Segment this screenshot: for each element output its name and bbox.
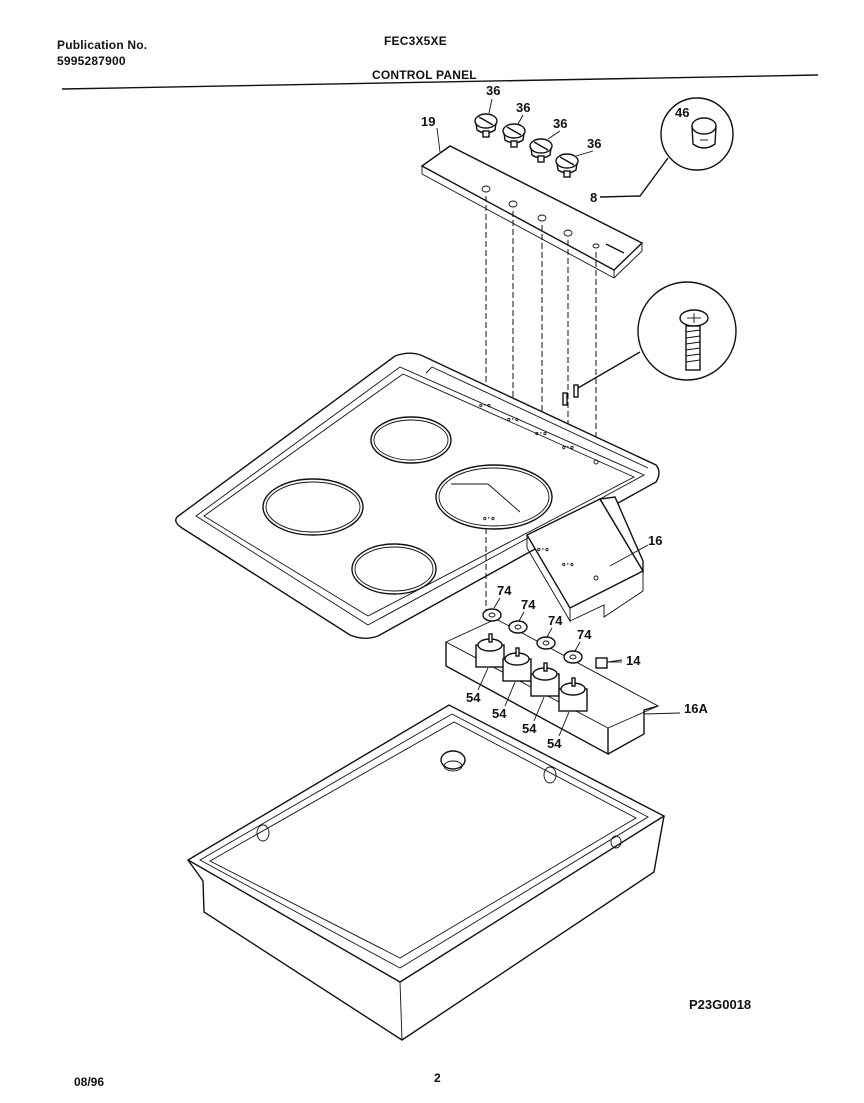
- callout-switch-d: 54: [547, 736, 562, 751]
- callout-knob-c: 36: [553, 116, 567, 131]
- callout-bracket: 16: [648, 533, 662, 548]
- section-title: CONTROL PANEL: [372, 68, 477, 82]
- callout-knob-d: 36: [587, 136, 601, 151]
- svg-text:∘∙∘: ∘∙∘: [506, 414, 520, 424]
- washer-part: [482, 608, 583, 664]
- switch-part: [475, 633, 588, 712]
- callout-indicator: 14: [626, 653, 641, 668]
- bracket-part: ∘∙∘ ∘∙∘: [526, 496, 649, 623]
- knob-part: [474, 113, 579, 178]
- knob-detail-inset: [599, 97, 734, 198]
- callout-control-panel: 19: [421, 114, 435, 129]
- leader-lines: [436, 98, 622, 737]
- page-number: 2: [434, 1071, 441, 1085]
- callout-switch-a: 54: [466, 690, 481, 705]
- callout-bracket-b: 16A: [684, 701, 708, 716]
- svg-text:∘∙∘: ∘∙∘: [482, 513, 496, 523]
- header-rule: [61, 74, 819, 90]
- callout-knob-b: 36: [516, 100, 530, 115]
- screw-detail-inset: [577, 281, 737, 389]
- switch-bracket-part: [444, 618, 681, 756]
- model-number: FEC3X5XE: [384, 34, 447, 48]
- svg-text:∘∙∘: ∘∙∘: [561, 559, 575, 569]
- svg-text:∘∙∘: ∘∙∘: [478, 400, 492, 410]
- svg-text:∘∙∘: ∘∙∘: [534, 428, 548, 438]
- callout-washer-c: 74: [548, 613, 563, 628]
- svg-text:∘∙∘: ∘∙∘: [536, 544, 550, 554]
- callout-knob-detail: 46: [675, 105, 689, 120]
- diagram-code: P23G0018: [689, 997, 752, 1012]
- revision-date: 08/96: [74, 1075, 105, 1089]
- callout-switch-c: 54: [522, 721, 537, 736]
- control-panel-part: [420, 145, 644, 279]
- callout-washer-a: 74: [497, 583, 512, 598]
- indicator-light-part: [595, 657, 623, 669]
- bottom-pan-part: [186, 704, 666, 1041]
- cooktop-part: ∘∙∘ ∘∙∘ ∘∙∘ ∘∙∘ ∘∙∘: [175, 352, 660, 639]
- publication-number: 5995287900: [57, 54, 126, 68]
- svg-text:∘∙∘: ∘∙∘: [561, 442, 575, 452]
- callout-screw: 8: [590, 190, 597, 205]
- callout-washer-d: 74: [577, 627, 592, 642]
- callout-knob-a: 36: [486, 83, 500, 98]
- publication-label: Publication No.: [57, 38, 148, 52]
- callout-switch-b: 54: [492, 706, 507, 721]
- callout-washer-b: 74: [521, 597, 536, 612]
